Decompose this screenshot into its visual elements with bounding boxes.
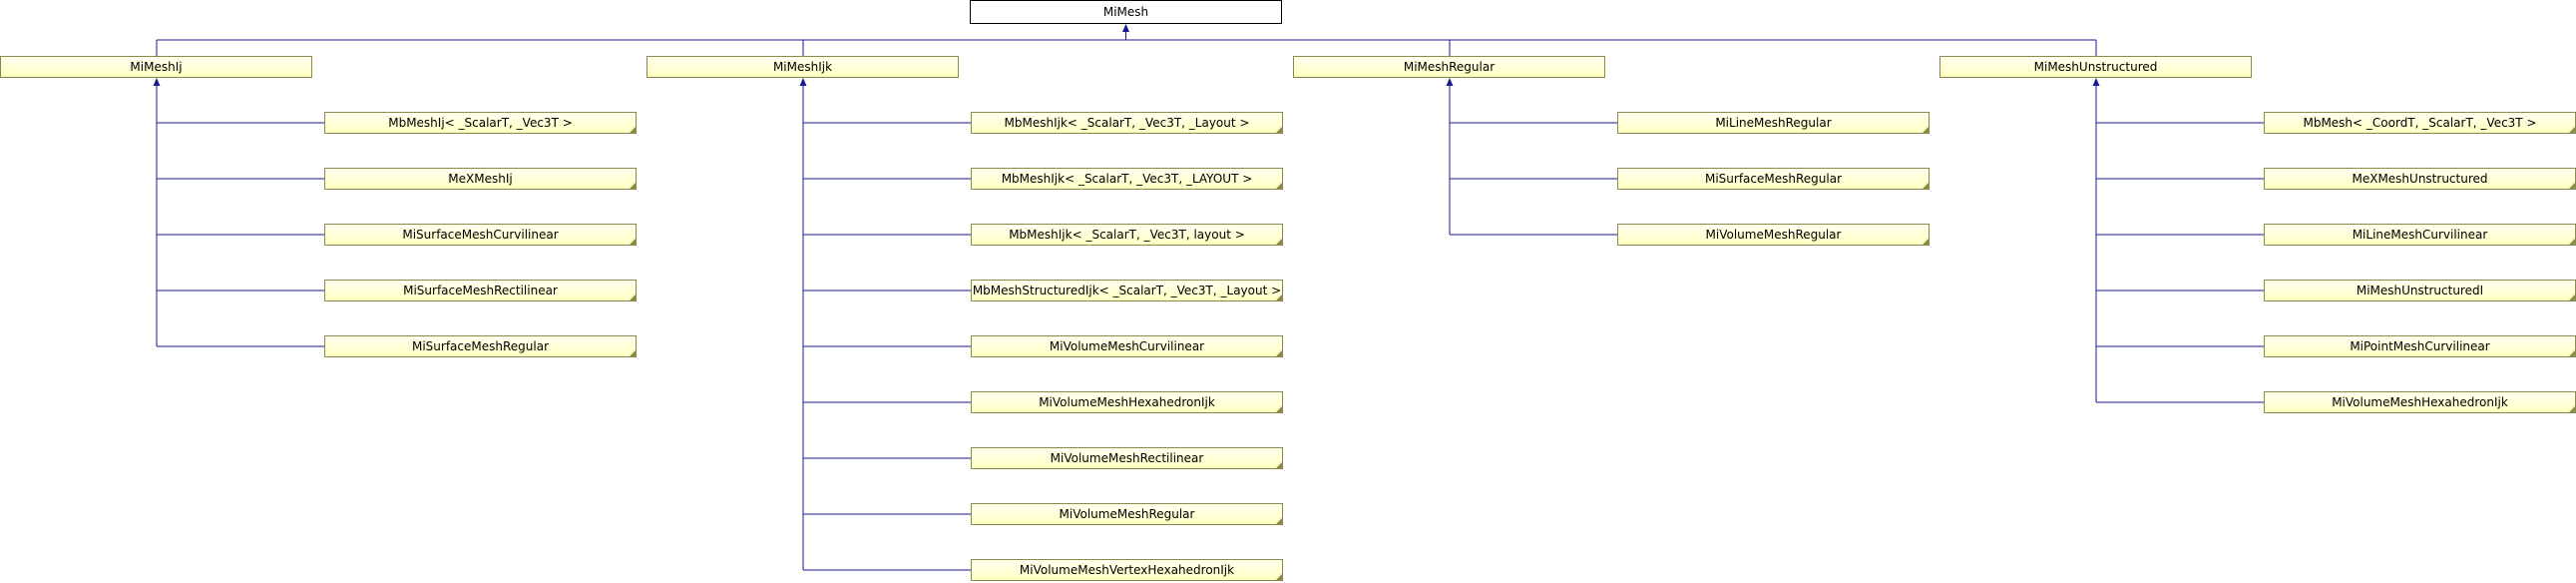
node-mbmeshijk-scalart-vec3t-layout[interactable]: MbMeshIjk< _ScalarT, _Vec3T, _Layout > xyxy=(971,112,1283,134)
node-mimesh[interactable]: MiMesh xyxy=(970,0,1282,24)
node-mexmeshunstructured[interactable]: MeXMeshUnstructured xyxy=(2264,168,2576,190)
arrowhead-mimeshregular xyxy=(1446,78,1454,86)
node-mexmeshij[interactable]: MeXMeshIj xyxy=(324,168,637,190)
node-mivolumemeshregular[interactable]: MiVolumeMeshRegular xyxy=(1617,224,1930,246)
node-mbmeshijk-scalart-vec3t-layout[interactable]: MbMeshIjk< _ScalarT, _Vec3T, _LAYOUT > xyxy=(971,168,1283,190)
node-milinemeshcurvilinear[interactable]: MiLineMeshCurvilinear xyxy=(2264,224,2576,246)
node-mipointmeshcurvilinear[interactable]: MiPointMeshCurvilinear xyxy=(2264,335,2576,357)
node-misurfacemeshrectilinear[interactable]: MiSurfaceMeshRectilinear xyxy=(324,280,637,301)
node-mimeshregular[interactable]: MiMeshRegular xyxy=(1293,56,1605,78)
root-arrowhead xyxy=(1122,24,1129,32)
node-mbmesh-coordt-scalart-vec3t[interactable]: MbMesh< _CoordT, _ScalarT, _Vec3T > xyxy=(2264,112,2576,134)
node-mbmeshijk-scalart-vec3t-layout[interactable]: MbMeshIjk< _ScalarT, _Vec3T, layout > xyxy=(971,224,1283,246)
node-milinemeshregular[interactable]: MiLineMeshRegular xyxy=(1617,112,1930,134)
node-mimeshijk[interactable]: MiMeshIjk xyxy=(646,56,959,78)
arrowhead-mimeshunstructured xyxy=(2092,78,2100,86)
node-misurfacemeshregular[interactable]: MiSurfaceMeshRegular xyxy=(1617,168,1930,190)
node-mivolumemeshvertexhexahedronijk[interactable]: MiVolumeMeshVertexHexahedronIjk xyxy=(971,559,1283,581)
node-misurfacemeshcurvilinear[interactable]: MiSurfaceMeshCurvilinear xyxy=(324,224,637,246)
node-mivolumemeshrectilinear[interactable]: MiVolumeMeshRectilinear xyxy=(971,447,1283,469)
node-mivolumemeshregular[interactable]: MiVolumeMeshRegular xyxy=(971,503,1283,525)
node-mbmeshstructuredijk-scalart-vec3t-layout[interactable]: MbMeshStructuredIjk< _ScalarT, _Vec3T, _… xyxy=(971,280,1283,301)
node-mimeshunstructuredi[interactable]: MiMeshUnstructuredI xyxy=(2264,280,2576,301)
node-mivolumemeshhexahedronijk[interactable]: MiVolumeMeshHexahedronIjk xyxy=(2264,391,2576,413)
node-mimeshij[interactable]: MiMeshIj xyxy=(0,56,312,78)
node-mbmeshij-scalart-vec3t[interactable]: MbMeshIj< _ScalarT, _Vec3T > xyxy=(324,112,637,134)
node-misurfacemeshregular[interactable]: MiSurfaceMeshRegular xyxy=(324,335,637,357)
arrowhead-mimeshijk xyxy=(799,78,807,86)
node-mimeshunstructured[interactable]: MiMeshUnstructured xyxy=(1939,56,2252,78)
arrowhead-mimeshij xyxy=(153,78,161,86)
node-mivolumemeshhexahedronijk[interactable]: MiVolumeMeshHexahedronIjk xyxy=(971,391,1283,413)
node-mivolumemeshcurvilinear[interactable]: MiVolumeMeshCurvilinear xyxy=(971,335,1283,357)
